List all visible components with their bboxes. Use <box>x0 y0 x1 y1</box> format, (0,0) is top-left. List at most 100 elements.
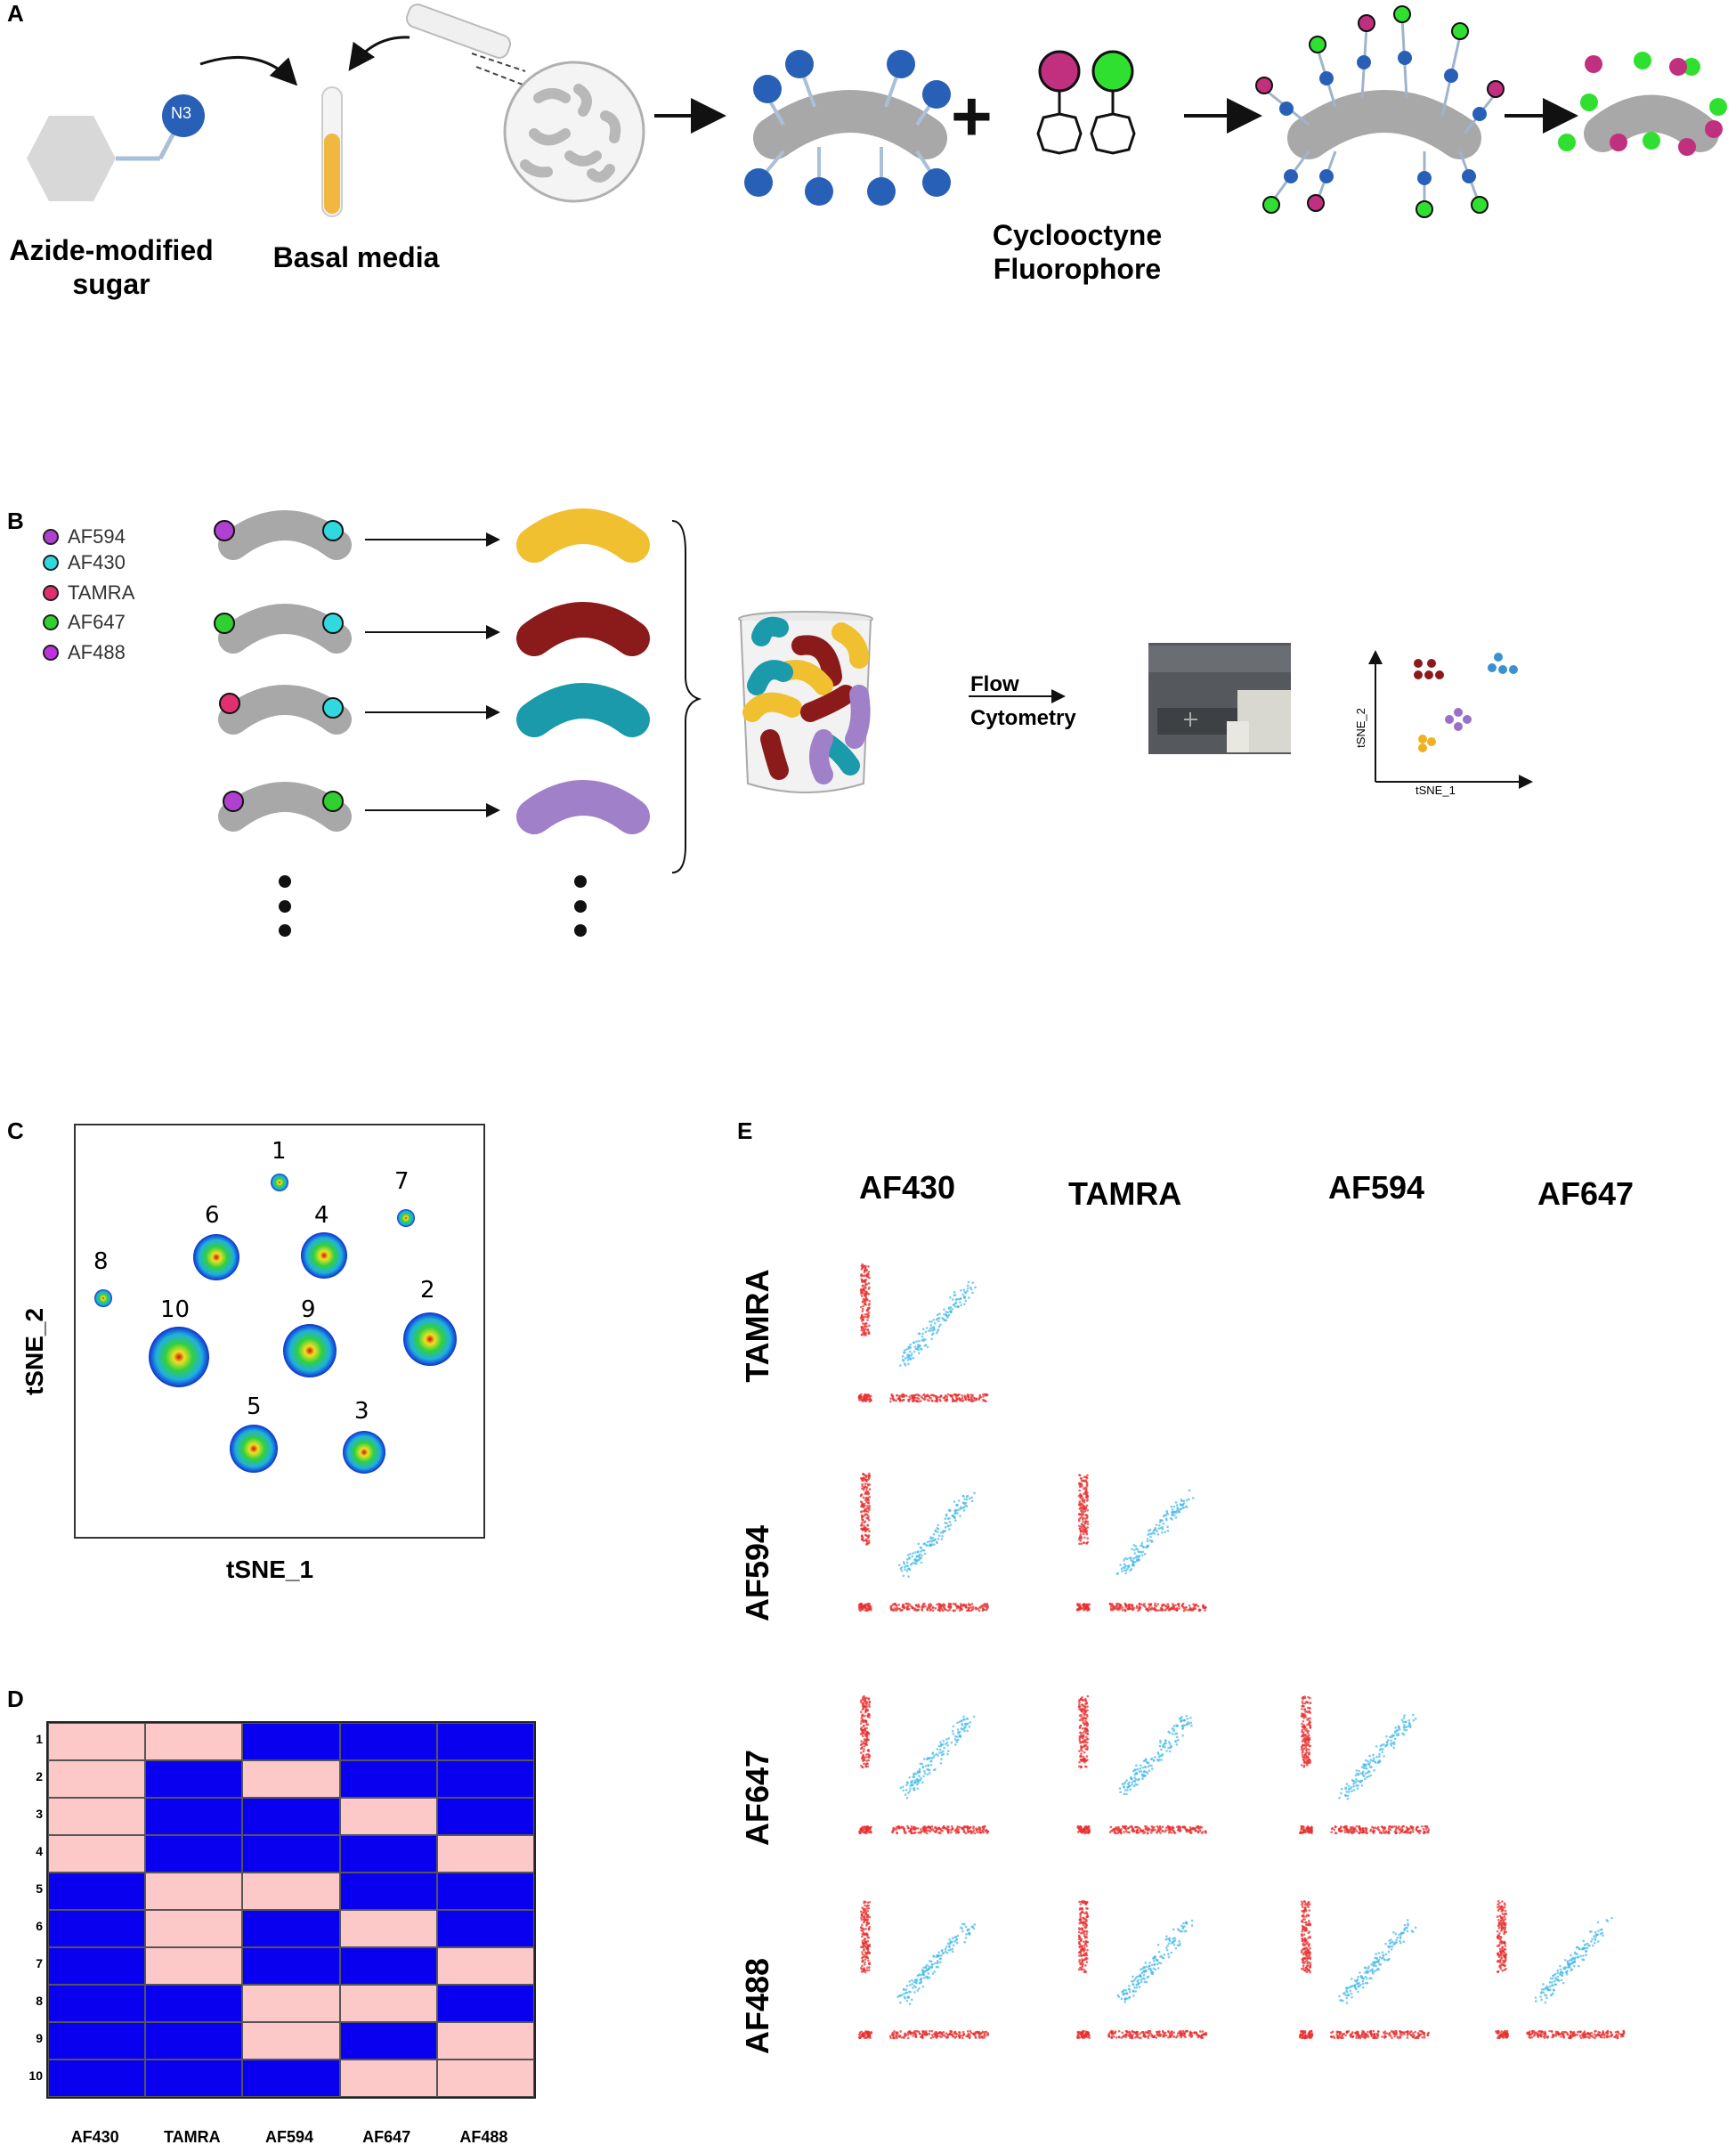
heatmap-cell <box>436 1910 534 1947</box>
barcode-rows <box>214 508 650 937</box>
heatmap-cell <box>436 1873 534 1910</box>
panel-b-diagram <box>214 508 1533 937</box>
negative-horizontal-population <box>889 1393 989 1403</box>
heatmap-cell <box>48 1760 146 1798</box>
double-positive-population <box>1116 1919 1194 2003</box>
tsne-plot-frame <box>74 1124 485 1539</box>
heatmap-row-label: 9 <box>36 2031 43 2045</box>
cluster-number: 2 <box>420 1277 435 1304</box>
heatmap-column-label: AF430 <box>70 2128 119 2146</box>
heatmap-cell <box>339 1873 437 1910</box>
negative-vertical-population <box>859 1900 872 1974</box>
scatter-cell <box>1076 1899 1208 2040</box>
heatmap-cell <box>145 1947 243 1985</box>
mini-tsne-plot <box>1368 650 1533 789</box>
negative-horizontal-population <box>1108 1602 1207 1613</box>
row-header-tamra: TAMRA <box>739 1269 775 1383</box>
double-positive-population <box>1118 1714 1193 1796</box>
row-header-af488: AF488 <box>739 1957 775 2055</box>
basal-media-label: Basal media <box>272 241 440 273</box>
heatmap-cell <box>339 1910 437 1947</box>
double-negative-population <box>1298 2029 1314 2040</box>
heatmap-cell <box>48 1723 146 1760</box>
double-negative-population <box>857 2030 873 2040</box>
heatmap-cell <box>339 1985 437 2022</box>
azide-sugar-label: Azide-modified sugar <box>9 234 214 300</box>
cluster-number: 10 <box>160 1296 191 1323</box>
heatmap-cell <box>436 1947 534 1985</box>
flow-cytometer-icon <box>1148 643 1291 754</box>
heatmap-row-label: 2 <box>36 1769 43 1783</box>
double-positive-population <box>1338 1713 1417 1800</box>
heatmap-cell <box>145 1985 243 2022</box>
heatmap-row-label: 7 <box>36 1956 43 1970</box>
negative-vertical-population <box>859 1472 872 1546</box>
double-negative-population <box>1076 2029 1091 2039</box>
panel-e-letter: E <box>737 1117 753 1144</box>
negative-vertical-population <box>1300 1695 1312 1768</box>
double-positive-population <box>1115 1489 1195 1575</box>
heatmap-cell <box>242 1985 340 2022</box>
panel-d-letter: D <box>7 1686 24 1712</box>
heatmap-row-label: 6 <box>36 1919 43 1933</box>
heatmap-cell <box>145 2022 243 2060</box>
negative-vertical-population <box>1077 1474 1090 1546</box>
cyclooctyne-fluorophore-label: Cyclooctyne Fluorophore <box>992 219 1163 285</box>
plus-sign: + <box>951 77 993 156</box>
heatmap-cell <box>436 2022 534 2060</box>
heatmap-cell <box>242 1947 340 1985</box>
heatmap-cell <box>48 2060 146 2097</box>
negative-vertical-population <box>859 1694 872 1769</box>
negative-horizontal-population <box>1108 1824 1207 1835</box>
heatmap-cell <box>339 1760 437 1798</box>
scatter-cell <box>1075 1474 1207 1613</box>
heatmap-row-label: 1 <box>36 1732 43 1746</box>
scatter-cell <box>857 1694 990 1835</box>
mini-tsne-y-label: tSNE_2 <box>1353 708 1367 748</box>
scatter-cell <box>1298 1900 1431 2040</box>
double-negative-population <box>1076 1824 1091 1835</box>
heatmap-row-label: 10 <box>28 2068 43 2083</box>
sugar-hexagon <box>27 116 116 201</box>
heatmap-cell <box>145 1760 243 1798</box>
double-negative-population <box>1495 2029 1510 2040</box>
negative-horizontal-population <box>889 1602 990 1613</box>
azide-badge: N3 <box>171 104 192 122</box>
double-negative-population <box>1075 1602 1091 1613</box>
negative-vertical-population <box>1077 1899 1090 1974</box>
azide-bacterium <box>744 50 951 206</box>
heatmap-row-label: 8 <box>36 1994 43 2008</box>
row-header-af594: AF594 <box>739 1524 775 1622</box>
col-header-tamra: TAMRA <box>1068 1175 1182 1212</box>
negative-horizontal-population <box>1329 2029 1431 2040</box>
double-negative-population <box>857 1393 872 1403</box>
pouring-tube-icon <box>405 4 512 59</box>
heatmap-cell <box>242 1873 340 1910</box>
double-positive-population <box>1338 1919 1417 2004</box>
scatter-cell <box>1495 1899 1626 2040</box>
cluster-number: 8 <box>93 1248 109 1275</box>
heatmap-row-label: 5 <box>36 1881 43 1896</box>
barcode-heatmap <box>46 1721 536 2099</box>
double-negative-population <box>857 1824 872 1835</box>
double-negative-population <box>857 1602 872 1613</box>
heatmap-column-label: TAMRA <box>163 2128 221 2146</box>
heatmap-cell <box>145 1835 243 1873</box>
negative-vertical-population <box>1077 1694 1090 1769</box>
col-header-af430: AF430 <box>859 1169 956 1206</box>
double-negative-population <box>1298 1824 1313 1834</box>
heatmap-cell <box>48 1873 146 1910</box>
scatter-cell <box>857 1472 990 1613</box>
heatmap-cell <box>145 1910 243 1947</box>
tsne-ylabel: tSNE_2 <box>20 1307 49 1396</box>
double-positive-population <box>898 1491 976 1578</box>
heatmap-cell <box>339 1947 437 1985</box>
heatmap-cell <box>242 1910 340 1947</box>
heatmap-cell <box>145 2060 243 2097</box>
heatmap-cell <box>242 1760 340 1798</box>
heatmap-cell <box>339 1723 437 1760</box>
cluster-number: 5 <box>247 1393 262 1420</box>
heatmap-cell <box>242 2060 340 2097</box>
cluster-number: 6 <box>205 1202 220 1229</box>
